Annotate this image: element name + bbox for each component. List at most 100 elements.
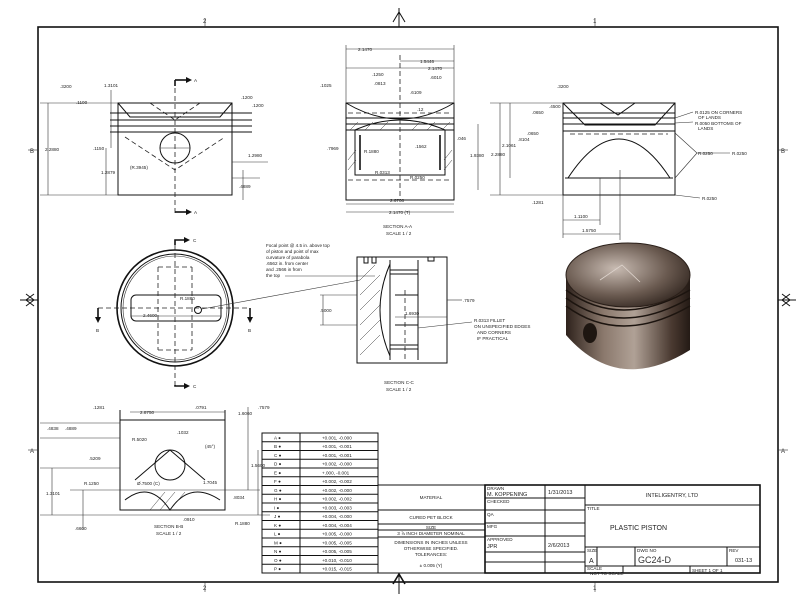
default-tolerance: ± 0.005 (Y) <box>420 563 443 568</box>
dimension-label: .6010 <box>430 75 442 80</box>
approved-date: 2/6/2013 <box>548 543 569 549</box>
dimension-label: .1562 <box>415 144 427 149</box>
tolerance-value: +0.002, -0.000 <box>322 488 352 493</box>
table-row: A ● +0.001, -0.000 <box>274 435 352 440</box>
approved-label: APPROVED <box>487 537 513 542</box>
note-line: curvature of parabola <box>266 255 310 260</box>
scale-label: SCALE <box>587 566 602 571</box>
dimension-label: .1032 <box>177 430 189 435</box>
sheet-number: SHEET 1 OF 1 <box>692 568 723 573</box>
note-label: R.0125 ON CORNERS <box>695 110 742 115</box>
note-line: IF PRACTICAL <box>477 336 509 341</box>
dimension-label: .4500 <box>549 104 561 109</box>
table-row: K ●+0.004, -0.004 <box>262 520 378 528</box>
dimension-label: .1025 <box>320 83 332 88</box>
dimension-label: R.0250 <box>732 151 747 156</box>
zone-label: B <box>30 149 34 155</box>
dimension-label: 1.3101 <box>46 491 60 496</box>
drawn-by: M. KOPPENING <box>487 492 527 498</box>
dimension-label: .5000 <box>320 308 332 313</box>
dimension-label: R.1250 <box>84 481 99 486</box>
rev-value: 031-13 <box>735 558 752 564</box>
zone-label: 1 <box>593 586 597 592</box>
zone-label: A <box>781 449 785 455</box>
dimension-label: Ø.7500 (C) <box>137 481 160 486</box>
tolerance-value: +0.005, -0.005 <box>322 549 352 554</box>
table-row: I ●+0.003, -0.003 <box>262 502 378 510</box>
dimension-label: .0791 <box>195 405 207 410</box>
tolerance-key: F ● <box>274 479 281 484</box>
table-row: L ●+0.005, -0.000 <box>262 528 378 537</box>
section-marker: A <box>194 210 198 215</box>
section-a-a: 2.1470 1.5446 2.1470 .1250 .6010 .1025 .… <box>320 45 484 236</box>
note-line: Focal point @ 4.5 in. above top <box>266 243 330 248</box>
note-label: OF LANDS <box>698 115 721 120</box>
section-title: SECTION A-A <box>383 224 413 229</box>
dimension-label: 1.2980 <box>248 153 262 158</box>
tolerance-value: +0.001, -0.001 <box>322 453 352 458</box>
dimension-label: 1.3101 <box>104 83 118 88</box>
size-value: 3 ⅞ INCH DIAMETER NOMINAL <box>397 531 465 536</box>
size-value: A <box>589 558 594 565</box>
dimension-label: .0650 <box>527 131 539 136</box>
company-name: INTELIGENTRY, LTD <box>646 493 698 499</box>
dimension-label: 1.9380 <box>470 153 484 158</box>
centering-mark-bottom <box>392 572 406 594</box>
section-marker: B <box>96 328 99 333</box>
material-label: MATERIAL <box>420 495 443 500</box>
tolerance-key: L ● <box>274 532 281 537</box>
tolerance-key: H ● <box>274 497 282 502</box>
tolerance-key: G ● <box>274 488 282 493</box>
dims-note: TOLERANCES: <box>415 552 447 557</box>
approved-by: JPR <box>487 544 497 550</box>
dimension-label: R.0250 <box>410 175 425 180</box>
dimension-label: .1200 <box>252 103 264 108</box>
centering-mark-top <box>392 8 406 27</box>
table-row: J ●+0.004, -0.000 <box>262 511 378 519</box>
tolerance-value: +0.001, -0.000 <box>322 435 352 440</box>
tolerance-key: M ● <box>274 540 282 545</box>
dimension-label: 2.1061 <box>502 143 516 148</box>
tolerance-key: N ● <box>274 549 282 554</box>
dwg-no-label: DWG NO <box>637 548 657 553</box>
tolerance-value: +0.002, -0.002 <box>322 497 352 502</box>
note-line: ON UNSPECIFIED EDGES <box>474 324 530 329</box>
tolerance-key: J ● <box>274 514 281 519</box>
size-label: SIZE <box>587 548 597 553</box>
dimension-label: .7579 <box>258 405 270 410</box>
dimension-label: 2.2880 <box>491 152 505 157</box>
section-scale: SCALE 1 / 2 <box>386 231 412 236</box>
dims-note: OTHERWISE SPECIFIED. <box>404 546 459 551</box>
dimension-label: .4889 <box>239 184 251 189</box>
tolerance-value: +0.002, -0.000 <box>322 462 352 467</box>
table-row: E ●+.000, -0.001 <box>262 467 378 475</box>
title-block: DRAWN M. KOPPENING 1/31/2013 CHECKED QA … <box>484 484 761 576</box>
section-b-b: .1281 2.8750 .0791 1.6060 .7579 .4838 .4… <box>40 405 270 536</box>
table-row: O ●+0.010, -0.010 <box>262 555 378 563</box>
dimension-label: .0813 <box>374 81 386 86</box>
tolerance-key: C ● <box>274 453 282 458</box>
dimension-label: 1.7045 <box>203 480 217 485</box>
dimension-label: .7579 <box>463 298 475 303</box>
table-row: D ●+0.002, -0.000 <box>262 458 378 467</box>
dimension-label: (R.3945) <box>130 165 148 170</box>
dimension-label: 1.2879 <box>101 170 115 175</box>
zone-label: B <box>781 149 785 155</box>
dimension-label: (45°) <box>205 444 215 449</box>
dimension-label: .4889 <box>65 426 77 431</box>
table-row: P ●+0.015, -0.015 <box>262 563 378 572</box>
centering-mark-right <box>778 293 796 307</box>
dimension-label: 2.8750 <box>140 410 154 415</box>
table-row: H ● +0.002, -0.002 <box>262 493 378 502</box>
tolerance-value: +0.004, -0.004 <box>322 523 352 528</box>
note-line: .6562 in. from center <box>266 261 309 266</box>
tolerance-key: A ● <box>274 435 281 440</box>
tolerance-value: +0.015, -0.015 <box>322 567 352 572</box>
tolerance-key: O ● <box>274 558 282 563</box>
rev-label: REV <box>729 548 739 553</box>
focal-point-note: Focal point @ 4.5 in. above top of pisto… <box>266 243 375 278</box>
dims-note: DIMENSIONS IN INCHES UNLESS <box>394 540 467 545</box>
zone-label: 2 <box>203 19 207 25</box>
table-row: M ●+0.005, -0.005 <box>262 537 378 545</box>
